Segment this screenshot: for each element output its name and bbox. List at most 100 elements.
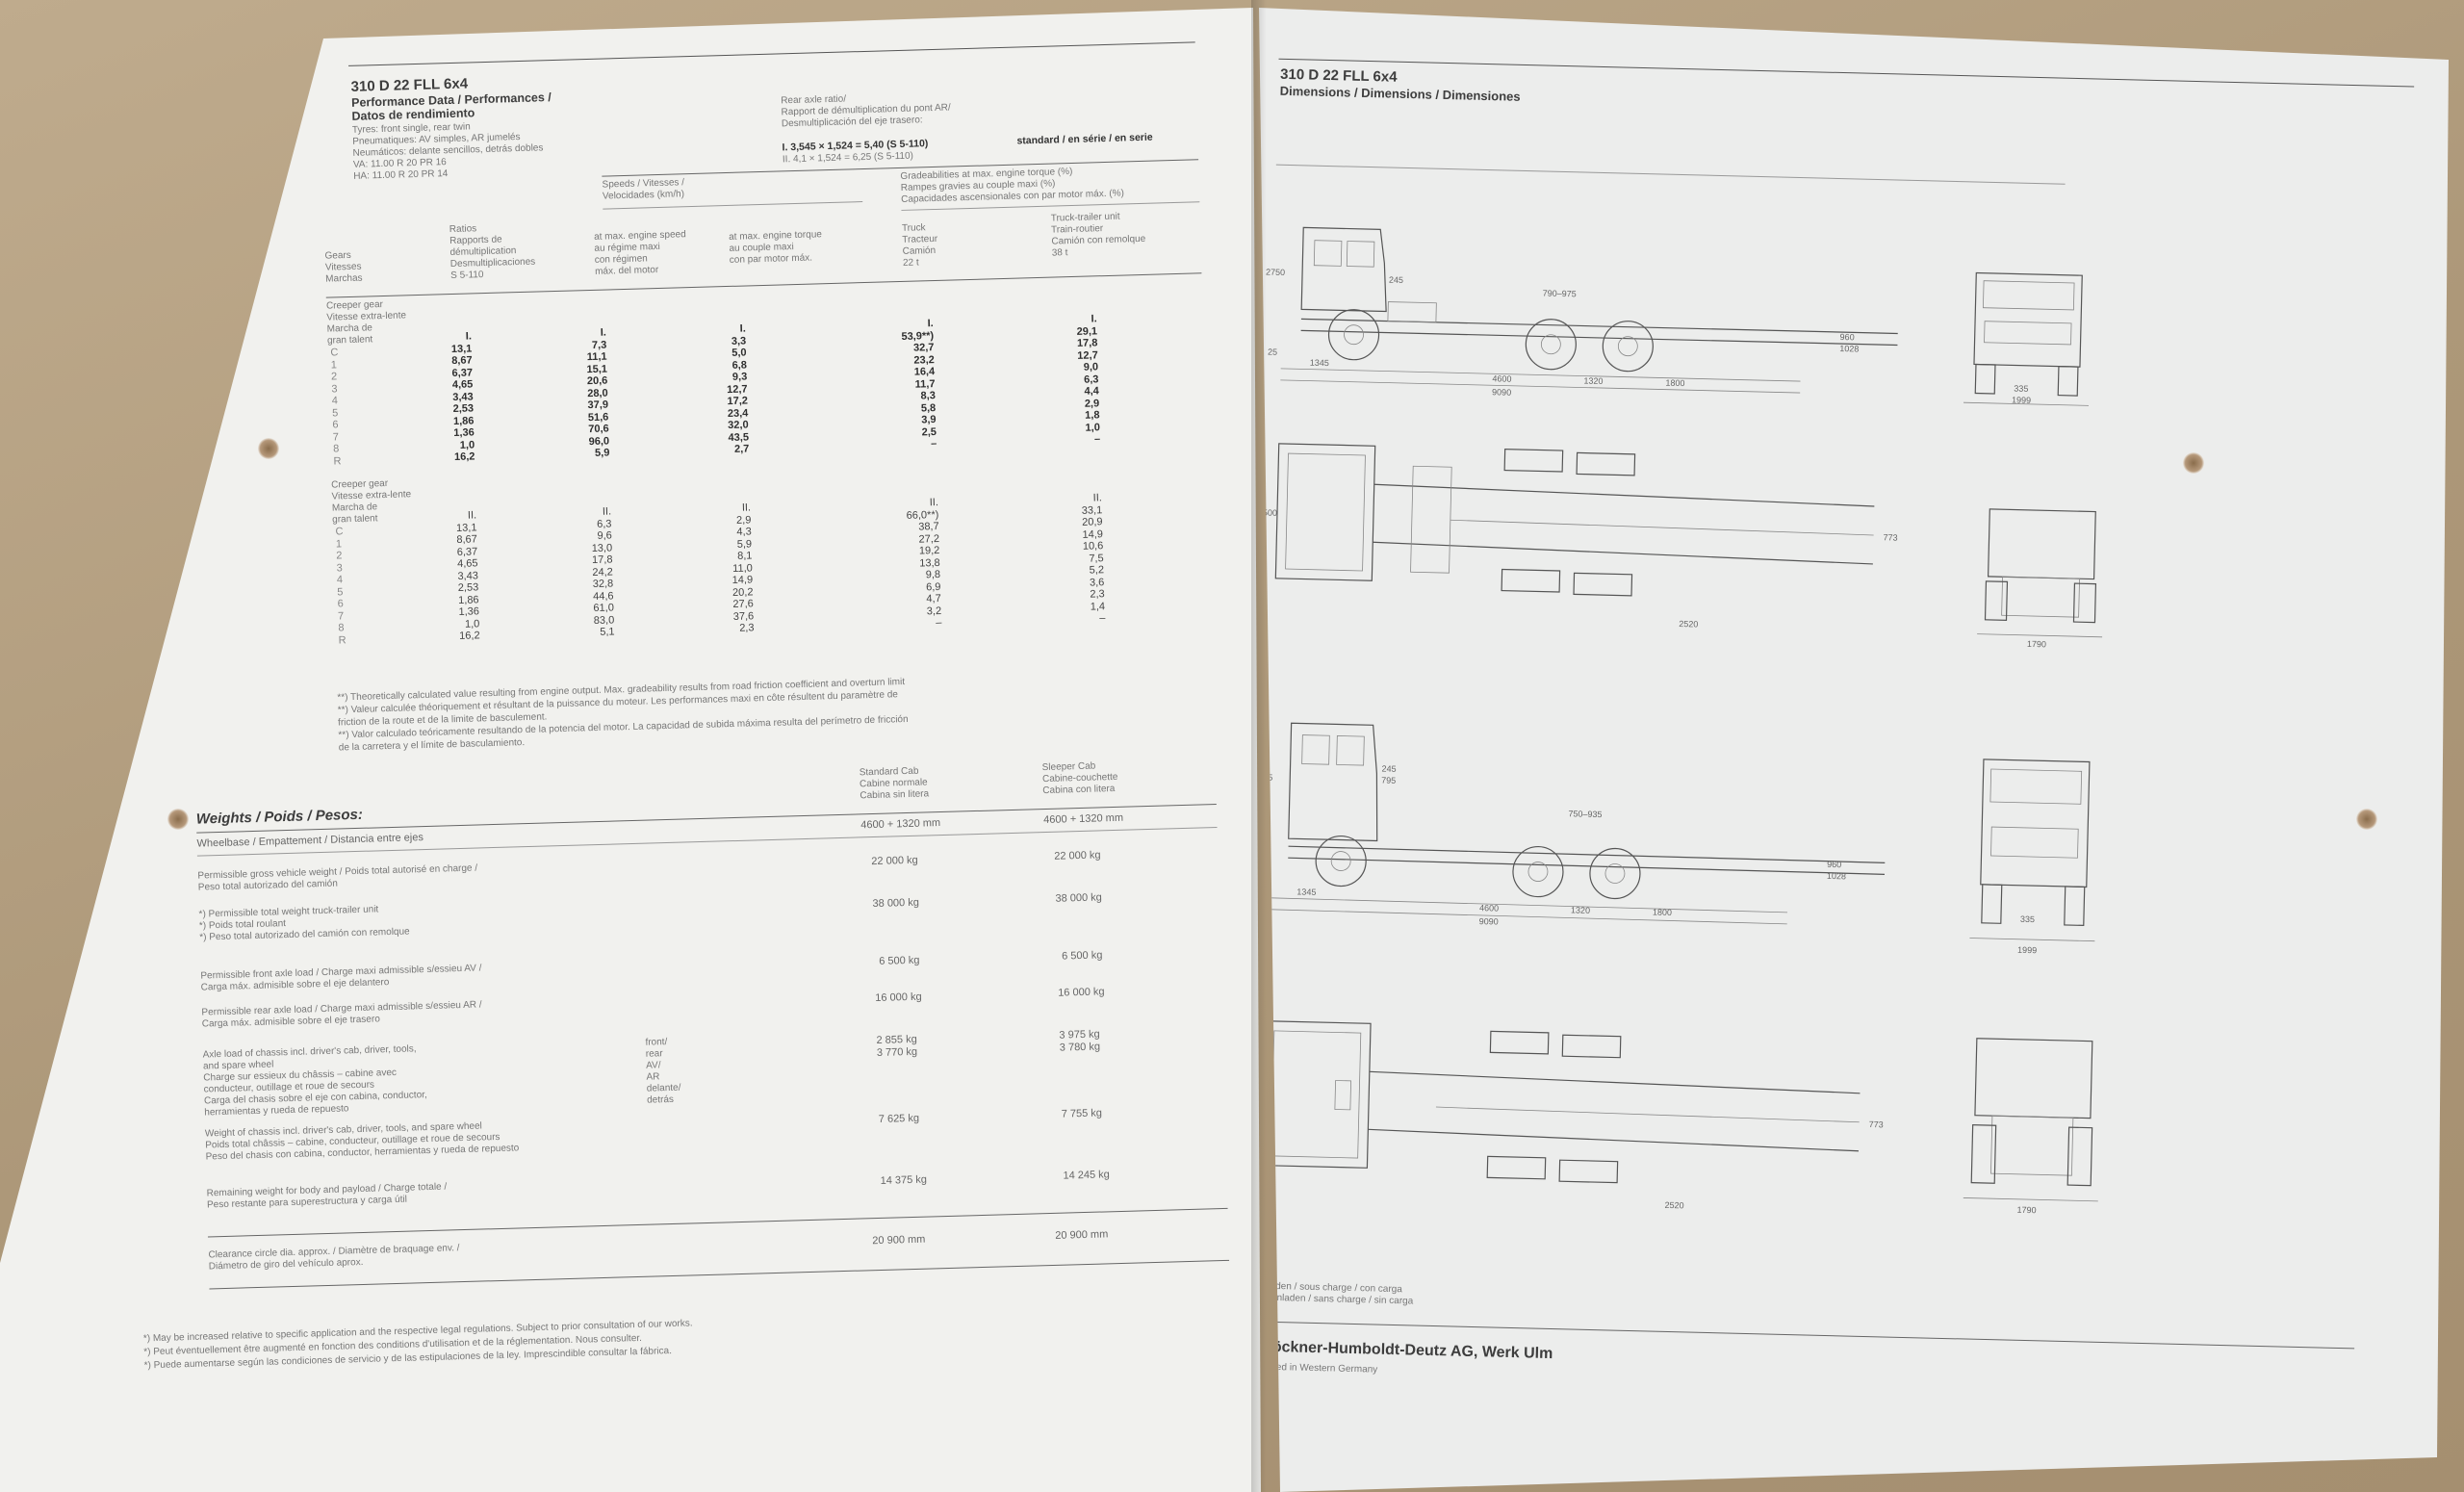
table-cell: 1,4 (1090, 600, 1106, 613)
gear-label: 2 (330, 371, 338, 383)
gross-weight-sleeper: 22 000 kg (1054, 849, 1101, 862)
laden-notes: *) laden / sous charge / con carga**) un… (1257, 1280, 1414, 1307)
gear-label: 2 (336, 550, 343, 562)
gear-label: 7 (337, 609, 345, 622)
rear-axle-standard: 16 000 kg (875, 990, 922, 1005)
gear-label: 4 (331, 395, 339, 407)
table-cell: – (1093, 433, 1101, 446)
performance-title: Performance Data / Performances /Datos d… (350, 90, 552, 123)
rear-view-standard-cab: 1790 (1977, 508, 2103, 649)
bottom-footnotes: *) May be increased relative to specific… (142, 1318, 693, 1372)
dim-total-length: 9090 (1492, 387, 1511, 397)
side-view-standard-cab: 2750 245 790–975 25 1345 4600 1320 1800 … (1266, 226, 1898, 398)
rear-view-sleeper-cab: 1790 (1963, 1038, 2098, 1215)
model-title: 310 D 22 FLL 6x4 (350, 75, 469, 95)
dim-rear-track: 1790 (2027, 639, 2046, 649)
table-cell: 4,3 (736, 526, 752, 538)
ratio-two: II. 4,1 × 1,524 = 6,25 (S 5-110) (782, 150, 914, 166)
gear-label: R (338, 633, 346, 646)
table-marker: II. (929, 496, 939, 509)
table-cell: – (936, 616, 942, 630)
gear-label: 8 (338, 622, 345, 634)
punch-hole (2356, 809, 2377, 830)
table-cell: 2,3 (1090, 588, 1105, 601)
gross-weight-label: Permissible gross vehicle weight / Poids… (197, 862, 478, 893)
top-view-standard-cab: 2500 773 2520 (1259, 443, 1898, 630)
wheelbase-label: Wheelbase / Empattement / Distancia entr… (196, 832, 424, 850)
train-weight-label: *) Permissible total weight truck-traile… (198, 904, 410, 943)
table-cell: 9,3 (732, 371, 748, 383)
table-cell: 14,9 (732, 574, 754, 586)
table-cell: 17,2 (727, 395, 749, 408)
dim-rear-end-sleeper: 2520 (1664, 1200, 1683, 1210)
dim-rear-overhang: 1800 (1665, 378, 1684, 388)
dim-front-overhang-sleeper: 1345 (1296, 887, 1316, 896)
rear-axle-label: Permissible rear axle load / Charge maxi… (201, 999, 482, 1030)
dim-wheelbase-sleeper: 4600 (1479, 903, 1499, 913)
table-cell: 17,8 (1076, 337, 1098, 349)
gear-label: 5 (337, 585, 344, 598)
axle-load-label: Axle load of chassis incl. driver's cab,… (202, 1043, 427, 1119)
table-cell: 2,5 (921, 425, 937, 438)
gear-label: 1 (330, 358, 338, 372)
speeds-header: Speeds / Vitesses /Velocidades (km/h) (602, 177, 685, 202)
gear-label: 6 (337, 598, 344, 610)
train-weight-standard: 38 000 kg (872, 896, 920, 911)
dim-front-overhang: 1345 (1310, 358, 1329, 368)
dim-frame-height-2: 1028 (1839, 344, 1859, 353)
dim-frame-width-sleeper: 773 (1869, 1119, 1884, 1129)
table-cell: 11,1 (586, 350, 607, 364)
dim-rear-overhang-sleeper: 1800 (1653, 907, 1672, 916)
weights-title: Weights / Poids / Pesos: (195, 806, 364, 828)
table-cell: 8,67 (456, 533, 478, 546)
table-cell: 9,6 (597, 529, 612, 542)
table-cell: 8,3 (920, 390, 937, 402)
clearance-standard: 20 900 mm (872, 1233, 926, 1248)
table-cell: 2,53 (457, 581, 479, 594)
table-cell: 16,4 (913, 366, 936, 378)
table-cell: 32,0 (728, 419, 749, 432)
gear-label: 3 (331, 382, 338, 396)
punch-hole (258, 438, 279, 459)
clearance-label: Clearance circle dia. approx. / Diamètre… (208, 1243, 460, 1273)
dim-wheelbase: 4600 (1492, 373, 1511, 383)
table-cell: 1,0 (1085, 421, 1101, 434)
table-cell: 1,36 (458, 605, 480, 618)
train-weight-sleeper: 38 000 kg (1055, 891, 1102, 905)
table-cell: 9,8 (925, 568, 941, 581)
gradeability-footnote: **) Theoretically calculated value resul… (337, 677, 909, 754)
rear-axle-sleeper: 16 000 kg (1058, 986, 1105, 999)
wheelbase-standard: 4600 + 1320 mm (860, 817, 941, 832)
front-axle-sleeper: 6 500 kg (1062, 949, 1103, 963)
dims-model-title: 310 D 22 FLL 6x4 (1279, 65, 1398, 86)
dim-front-width: 1999 (2012, 395, 2031, 404)
gross-weight-standard: 22 000 kg (871, 854, 918, 868)
table-cell: 4,7 (926, 592, 941, 605)
table-cell: 20,9 (1082, 516, 1103, 528)
dim-front-track: 335 (2014, 383, 2028, 393)
axle-position-labels: front/rear AV/AR delante/detrás (645, 1037, 681, 1106)
table-cell: 70,6 (588, 423, 609, 436)
table-cell: 2,3 (739, 622, 755, 634)
table-cell: 5,0 (732, 347, 747, 359)
payload-standard: 14 375 kg (880, 1173, 928, 1187)
gear-label: 5 (331, 406, 339, 420)
table-cell: 4,4 (1084, 385, 1099, 398)
dim-frame-height-sleeper-2: 1028 (1827, 871, 1846, 881)
dim-rear-end: 2520 (1679, 619, 1698, 629)
right-page: 310 D 22 FLL 6x4 Dimensions / Dimensions… (1257, 8, 2449, 1492)
dim-frame-height-1: 960 (1840, 332, 1855, 342)
table-cell: 5,9 (594, 447, 610, 459)
payload-label: Remaining weight for body and payload / … (206, 1181, 448, 1211)
